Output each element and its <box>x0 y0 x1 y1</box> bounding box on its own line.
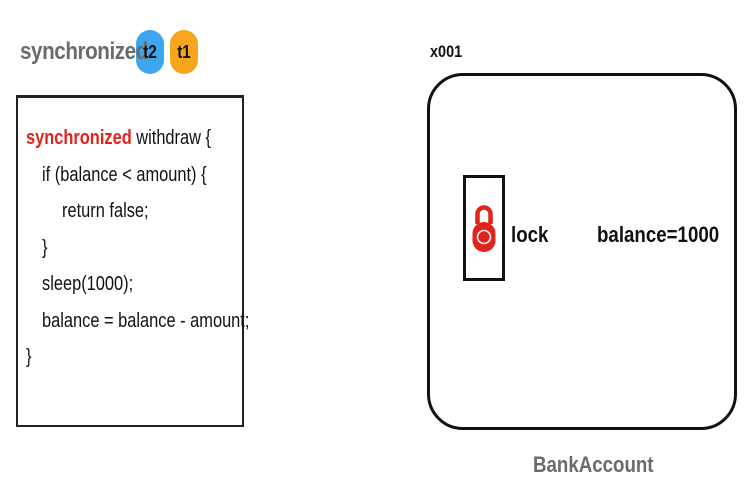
lock-frame <box>463 175 505 281</box>
class-name-text: BankAccount <box>533 452 654 477</box>
code-line-5-text: sleep(1000); <box>42 273 134 295</box>
thread-badge-t2: t2 <box>136 30 164 74</box>
code-line-2-text: if (balance < amount) { <box>42 163 207 186</box>
sync-title: synchronized <box>20 38 148 65</box>
sync-header: synchronized t2 t1 <box>20 30 198 74</box>
code-line-7: } <box>18 339 242 376</box>
thread-badge-t1: t1 <box>170 30 198 74</box>
object-address: x001 <box>430 42 468 62</box>
padlock-icon <box>472 205 496 252</box>
code-line-4-text: } <box>42 236 48 259</box>
code-line-5: sleep(1000); <box>18 266 242 303</box>
code-line-2: if (balance < amount) { <box>18 157 242 194</box>
object-address-text: x001 <box>430 42 463 61</box>
balance-field-text: balance=1000 <box>597 222 720 247</box>
code-line-1-text: withdraw { <box>131 127 212 149</box>
code-line-6-text: balance = balance - amount; <box>42 309 250 332</box>
class-name: BankAccount <box>533 452 675 478</box>
lock-label-text: lock <box>511 222 549 247</box>
thread-badge-t2-label: t2 <box>143 41 157 62</box>
code-block: synchronized withdraw { if (balance < am… <box>16 95 249 427</box>
code-line-3: return false; <box>18 193 242 230</box>
thread-badge-t1-label: t1 <box>177 41 191 62</box>
code-keyword-synchronized: synchronized <box>26 127 132 149</box>
code-line-1: synchronized withdraw { <box>18 120 242 157</box>
code-line-6: balance = balance - amount; <box>18 303 249 340</box>
balance-field: balance=1000 <box>597 222 741 248</box>
lock-label: lock <box>511 222 555 248</box>
code-line-3-text: return false; <box>62 200 149 222</box>
code-line-7-text: } <box>26 346 32 368</box>
code-line-4: } <box>18 230 242 267</box>
